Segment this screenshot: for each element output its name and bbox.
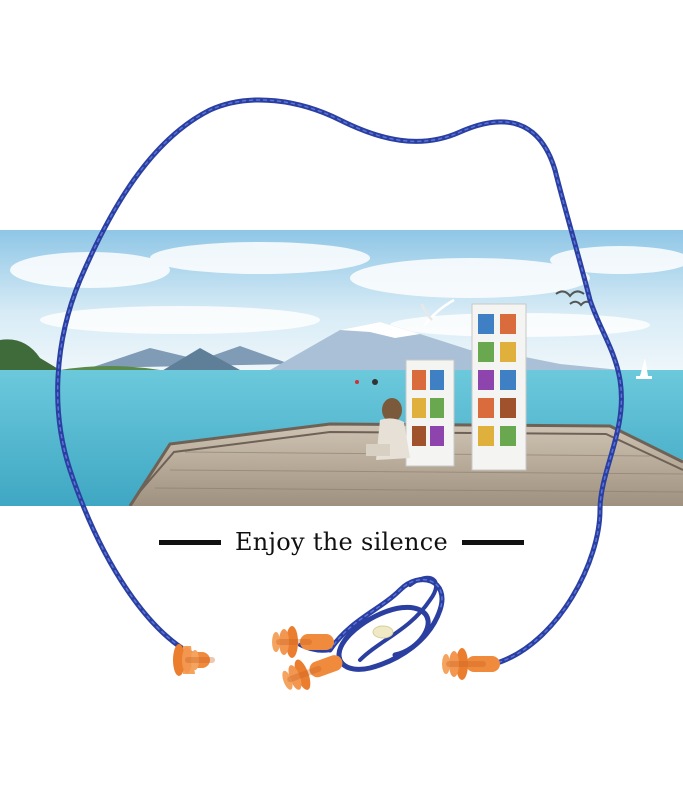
bookshelf-short — [405, 359, 455, 467]
kayaker — [372, 379, 378, 385]
tagline-bar-right — [462, 539, 525, 545]
green-hill — [0, 339, 60, 370]
earplug-icon — [442, 648, 500, 680]
bookshelf-tall — [471, 303, 527, 471]
earplug-icon — [282, 655, 343, 690]
seaside-scene-svg — [0, 230, 683, 506]
earplug-icon — [173, 644, 215, 676]
tagline-text: Enjoy the silence — [234, 528, 449, 556]
seaside-banner-image — [0, 230, 683, 506]
tagline-row: Enjoy the silence — [0, 522, 683, 562]
sailboat — [640, 358, 648, 376]
earplug-icon — [272, 626, 334, 658]
tagline-bar-left — [158, 539, 221, 545]
